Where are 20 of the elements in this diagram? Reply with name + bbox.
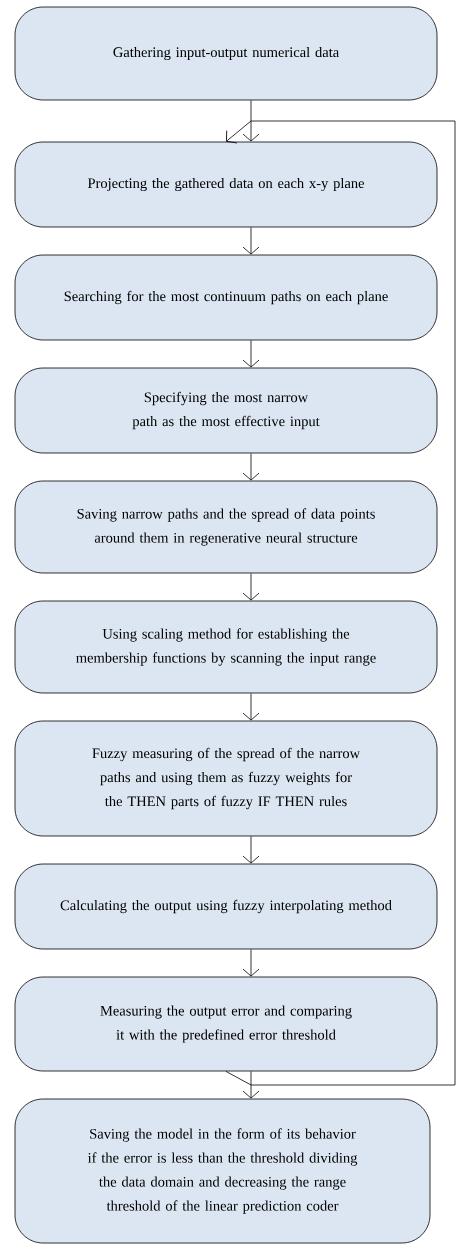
- arrow: [242, 340, 260, 368]
- process-box: Gathering input-output numerical data: [14, 6, 438, 101]
- arrow: [242, 693, 260, 721]
- arrow: [242, 1071, 260, 1099]
- arrow: [242, 836, 260, 864]
- arrow: [225, 120, 456, 1086]
- process-box: Saving narrow paths and the spread of data points around them in regenerative neural structure: [14, 480, 438, 574]
- arrow: [242, 100, 260, 142]
- arrow: [242, 949, 260, 977]
- process-box: Using scaling method for establishing the membership functions by scanning the input range: [14, 600, 438, 694]
- arrow: [242, 227, 260, 255]
- process-box: Searching for the most continuum paths on each plane: [14, 254, 438, 341]
- process-box: Specifying the most narrow path as the most effective input: [14, 367, 438, 454]
- process-box: Calculating the output using fuzzy interpolating method: [14, 863, 438, 950]
- process-box: Projecting the gathered data on each x-y plane: [14, 141, 438, 228]
- process-box: Measuring the output error and comparing it with the predefined error threshold: [14, 976, 438, 1072]
- process-box: Fuzzy measuring of the spread of the narrow paths and using them as fuzzy weights for the THEN parts of fuzzy IF THEN rules: [14, 720, 438, 837]
- arrow: [242, 573, 260, 601]
- process-box: Saving the model in the form of its behavior if the error is less than the threshold dividing the data domain and decreasing the range threshold of the linear prediction coder: [14, 1098, 431, 1244]
- arrow: [242, 453, 260, 481]
